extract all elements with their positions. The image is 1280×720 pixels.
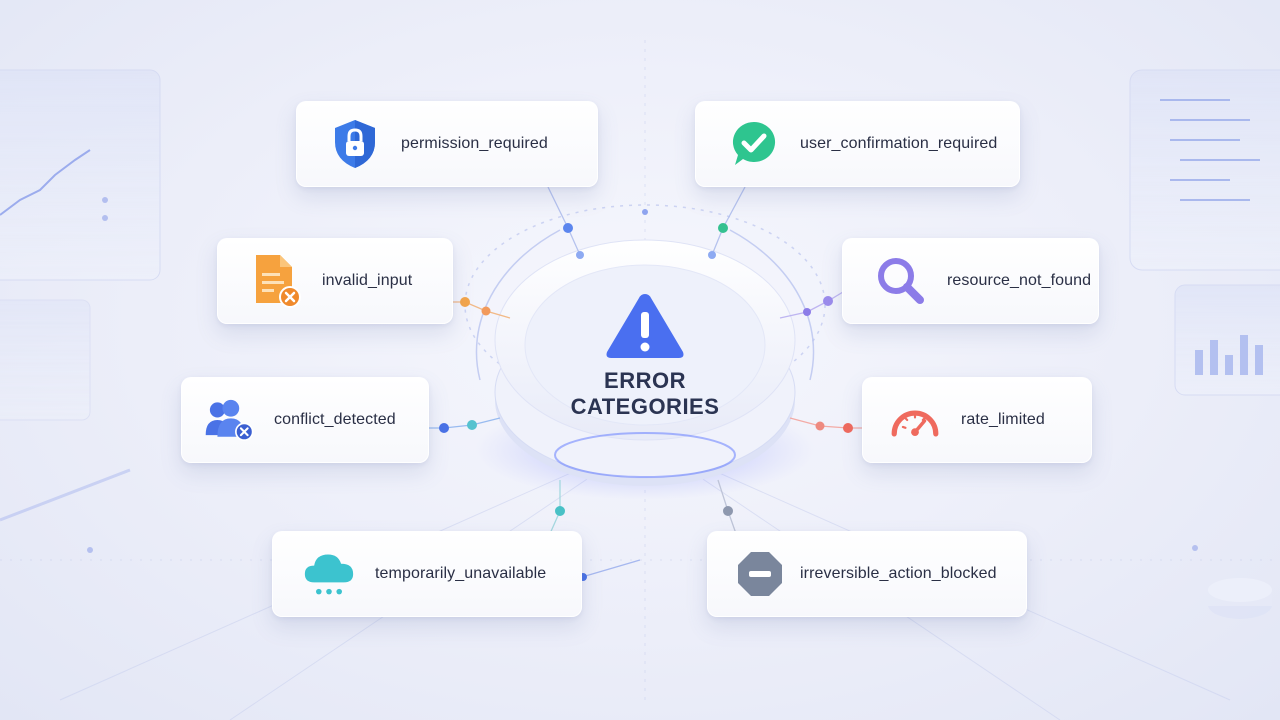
category-label: user_confirmation_required xyxy=(800,135,998,152)
category-label: permission_required xyxy=(401,135,548,152)
category-label: conflict_detected xyxy=(274,411,396,428)
category-label: irreversible_action_blocked xyxy=(800,565,997,582)
shield-lock-icon xyxy=(329,118,381,170)
category-card-irreversible-action-blocked[interactable]: irreversible_action_blocked xyxy=(707,531,1027,617)
category-label: invalid_input xyxy=(322,272,413,289)
stop-octagon-icon xyxy=(734,548,786,600)
category-card-resource-not-found[interactable]: resource_not_found xyxy=(842,238,1099,324)
document-error-icon xyxy=(250,255,302,308)
category-label: resource_not_found xyxy=(947,272,1092,289)
category-label: temporarily_unavailable xyxy=(375,565,547,582)
category-card-temporarily-unavailable[interactable]: temporarily_unavailable xyxy=(272,531,582,617)
category-label: rate_limited xyxy=(961,411,1045,428)
users-conflict-icon xyxy=(204,394,256,446)
category-card-permission-required[interactable]: permission_required xyxy=(296,101,598,187)
cloud-icon xyxy=(303,548,355,600)
hub-title-line1: ERROR xyxy=(604,368,686,393)
category-card-conflict-detected[interactable]: conflict_detected xyxy=(181,377,429,463)
magnifier-icon xyxy=(875,255,927,307)
chat-check-icon xyxy=(728,118,780,170)
hub-title-line2: CATEGORIES xyxy=(570,394,720,419)
category-card-rate-limited[interactable]: rate_limited xyxy=(862,377,1092,463)
category-card-invalid-input[interactable]: invalid_input xyxy=(217,238,453,324)
hub-title: ERROR CATEGORIES xyxy=(530,368,760,420)
category-card-user-confirmation-required[interactable]: user_confirmation_required xyxy=(695,101,1020,187)
speedometer-icon xyxy=(889,394,941,446)
warning-triangle-icon xyxy=(606,294,684,358)
